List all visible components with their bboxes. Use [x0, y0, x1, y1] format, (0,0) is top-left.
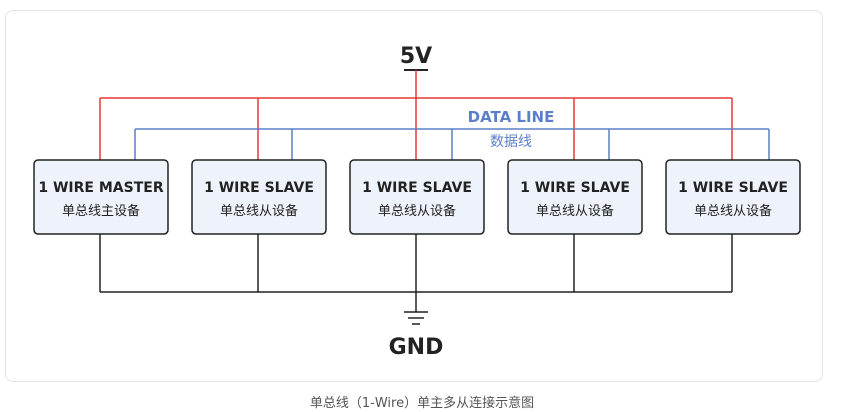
device-box — [191, 159, 327, 235]
data-line-label: DATA LINE — [468, 108, 555, 126]
power-label: 5V — [400, 44, 432, 69]
ground-wires — [99, 234, 733, 293]
data-wires — [134, 128, 770, 160]
master-device: 1 WIRE MASTER 单总线主设备 — [33, 159, 169, 235]
device-subtitle: 单总线从设备 — [220, 203, 298, 219]
data-line-sublabel: 数据线 — [490, 134, 532, 150]
figure-caption: 单总线（1-Wire）单主多从连接示意图 — [309, 396, 535, 411]
power-wires — [99, 70, 733, 160]
device-subtitle: 单总线从设备 — [694, 203, 772, 219]
slave-device: 1 WIRE SLAVE 单总线从设备 — [349, 159, 485, 235]
device-subtitle: 单总线从设备 — [378, 203, 456, 219]
device-box — [33, 159, 169, 235]
ground-label: GND — [389, 335, 444, 360]
device-box — [507, 159, 643, 235]
device-title: 1 WIRE SLAVE — [678, 180, 788, 196]
slave-device: 1 WIRE SLAVE 单总线从设备 — [191, 159, 327, 235]
device-title: 1 WIRE MASTER — [38, 180, 163, 196]
slave-device: 1 WIRE SLAVE 单总线从设备 — [665, 159, 801, 235]
device-title: 1 WIRE SLAVE — [204, 180, 314, 196]
device-subtitle: 单总线主设备 — [62, 203, 140, 219]
slave-device: 1 WIRE SLAVE 单总线从设备 — [507, 159, 643, 235]
ground-icon — [404, 292, 428, 325]
device-subtitle: 单总线从设备 — [536, 203, 614, 219]
device-box — [665, 159, 801, 235]
device-title: 1 WIRE SLAVE — [362, 180, 472, 196]
device-title: 1 WIRE SLAVE — [520, 180, 630, 196]
device-box — [349, 159, 485, 235]
